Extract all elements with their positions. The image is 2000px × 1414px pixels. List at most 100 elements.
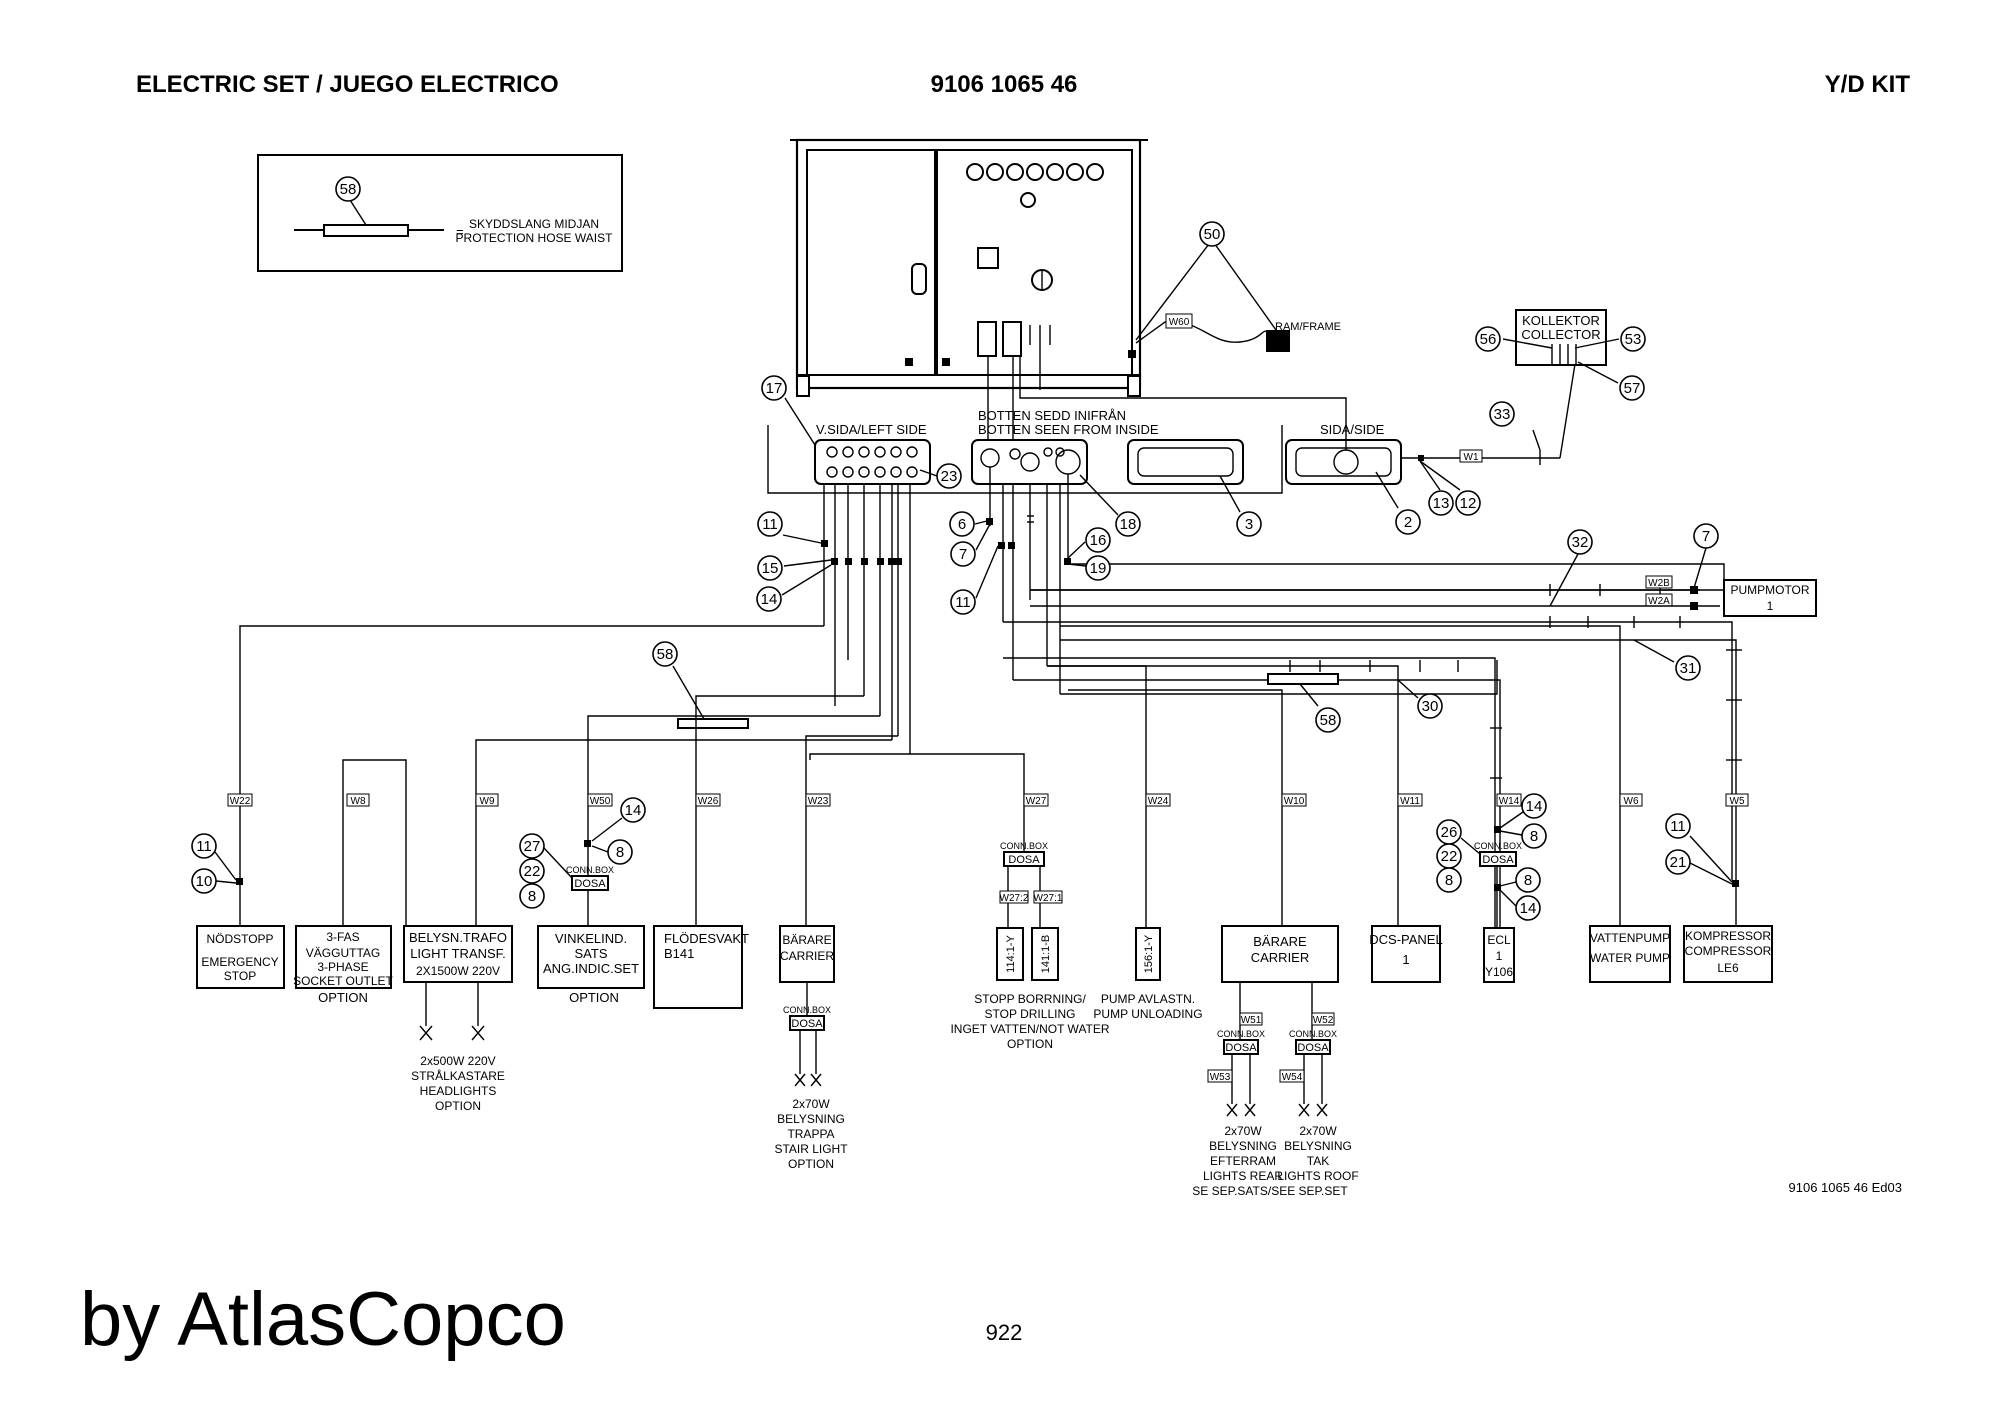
bubble-10: 10	[196, 873, 213, 890]
connbox-vinkel-label: CONN.BOX	[566, 865, 614, 875]
w1-wire: W1 33 13 12 2	[1375, 401, 1560, 535]
rear-see-sep-set: SE SEP.SATS/SEE SEP.SET	[1192, 1184, 1348, 1198]
bubble-19: 19	[1090, 560, 1107, 577]
bubble-8-b: 8	[528, 888, 536, 905]
bubble-7-b: 7	[1702, 528, 1710, 545]
wire-tag-w11: W11	[1400, 796, 1420, 807]
bubble-3: 3	[1245, 516, 1253, 533]
bubble-14-a: 14	[761, 591, 778, 608]
nodstopp-label: NÖDSTOPP	[206, 932, 273, 946]
ecl-label: ECL	[1487, 933, 1511, 947]
document-reference: 9106 1065 46 Ed03	[1789, 1180, 1903, 1195]
control-cabinet	[790, 138, 1148, 397]
bubble-15: 15	[762, 560, 779, 577]
ecl-code: Y106	[1485, 965, 1513, 979]
vattenpump-label-en: WATER PUMP	[1590, 951, 1670, 965]
bubble-56: 56	[1480, 331, 1497, 348]
barare-b-label-en: CARRIER	[1251, 950, 1310, 965]
roof-label-2: BELYSNING	[1284, 1139, 1352, 1153]
plate-side-label: SIDA/SIDE	[1320, 422, 1385, 437]
connbox-ecl-name: DOSA	[1482, 854, 1514, 866]
flodesvakt-code: B141	[664, 946, 694, 961]
wire-tag-w27-2: W27:2	[1000, 893, 1029, 904]
harness-callouts: 11 15 14 6 7 11 16 19 32 7 31 30 5	[756, 511, 1719, 733]
left-plate-glands	[826, 446, 918, 478]
headlight-lamp-icon	[419, 1025, 485, 1041]
bubble-8-a: 8	[616, 844, 624, 861]
roof-label-4: LIGHTS ROOF	[1277, 1169, 1358, 1183]
wire-tag-w8: W8	[351, 796, 366, 807]
bubble-21: 21	[1670, 854, 1687, 871]
component-vinkelind: VINKELIND. SATS ANG.INDIC.SET OPTION	[537, 925, 645, 1005]
bubble-11-c: 11	[196, 838, 212, 855]
wire-tag-w10: W10	[1284, 796, 1305, 807]
collector-label-en: COLLECTOR	[1521, 327, 1600, 342]
wire-tag-w54: W54	[1282, 1072, 1303, 1083]
branch-callouts: 11 10 14 8 27 22 8 14 8 26 22 8 8 14	[191, 793, 1733, 921]
stopp-option: OPTION	[1007, 1037, 1053, 1051]
frame-ground: W60 RAM/FRAME 50	[1135, 221, 1341, 352]
bottom-plates: V.SIDA/LEFT SIDE BOTTEN SEDD INIFRÅN BOT…	[767, 408, 1402, 494]
connbox-ecl-label: CONN.BOX	[1474, 841, 1522, 851]
fas3-label-3: 3-PHASE	[317, 960, 368, 974]
bubble-27: 27	[524, 838, 541, 855]
wire-tag-w22: W22	[230, 796, 251, 807]
pump-label-1: PUMP AVLASTN.	[1101, 992, 1195, 1006]
valve-141: 141:1-B	[1040, 935, 1052, 974]
connbox-w27-name: DOSA	[1008, 854, 1040, 866]
rear-lamp-icon	[1226, 1103, 1256, 1117]
wire-tag-w1: W1	[1464, 452, 1479, 463]
rear-label-3: EFTERRAM	[1210, 1154, 1276, 1168]
bubble-14-b: 14	[625, 802, 642, 819]
stairlight-label-1: 2x70W	[792, 1097, 830, 1111]
connbox-w27-label: CONN.BOX	[1000, 841, 1048, 851]
dcs-number: 1	[1402, 952, 1409, 967]
fas3-label-4: SOCKET OUTLET	[293, 974, 393, 988]
wire-tag-w9: W9	[480, 796, 495, 807]
component-3-fas: 3-FAS VÄGGUTTAG 3-PHASE SOCKET OUTLET OP…	[293, 925, 394, 1005]
connbox-roof-label: CONN.BOX	[1289, 1029, 1337, 1039]
bubble-2: 2	[1404, 514, 1412, 531]
headlights-label-1: 2x500W 220V	[420, 1054, 495, 1068]
nodstopp-label-en-1: EMERGENCY	[201, 955, 278, 969]
stopp-label-1: STOPP BORRNING/	[974, 992, 1086, 1006]
barare-a-label: BÄRARE	[782, 933, 831, 947]
stairlight-option: OPTION	[788, 1157, 834, 1171]
page-number: 922	[986, 1320, 1023, 1345]
vattenpump-label: VATTENPUMP	[1590, 931, 1670, 945]
wire-tag-w51: W51	[1241, 1015, 1262, 1026]
headlights-option: OPTION	[435, 1099, 481, 1113]
flodesvakt-label: FLÖDESVAKT	[664, 931, 749, 946]
header-title: ELECTRIC SET / JUEGO ELECTRICO	[136, 71, 559, 98]
component-barare-stair: BÄRARE CARRIER CONN.BOX DOSA 2x70W BELYS…	[774, 925, 848, 1171]
plate-bottom-label-en: BOTTEN SEEN FROM INSIDE	[978, 422, 1159, 437]
barare-b-label: BÄRARE	[1253, 934, 1307, 949]
wire-tag-w27-1: W27:1	[1034, 893, 1063, 904]
vinkel-label-3: ANG.INDIC.SET	[543, 961, 639, 976]
bubble-8-d: 8	[1445, 872, 1453, 889]
pump-label-2: PUMP UNLOADING	[1093, 1007, 1202, 1021]
wire-tag-w53: W53	[1210, 1072, 1231, 1083]
wire-tag-w26: W26	[698, 796, 719, 807]
bubble-18: 18	[1120, 516, 1137, 533]
fas3-option: OPTION	[318, 990, 368, 1005]
rear-label-1: 2x70W	[1224, 1124, 1262, 1138]
roof-lamp-icon	[1298, 1103, 1328, 1117]
wire-tag-w2a: W2A	[1648, 596, 1670, 607]
kompressor-label: KOMPRESSOR	[1685, 929, 1771, 943]
trafo-label-2: LIGHT TRANSF.	[410, 946, 506, 961]
wire-tag-w60: W60	[1169, 317, 1190, 328]
rear-label-4: LIGHTS REAR	[1203, 1169, 1283, 1183]
header-kit: Y/D KIT	[1825, 71, 1911, 98]
component-light-transformer: BELYSN.TRAFO LIGHT TRANSF. 2X1500W 220V …	[403, 925, 513, 1113]
collector-label-sv: KOLLEKTOR	[1522, 313, 1600, 328]
bubble-26: 26	[1441, 824, 1458, 841]
headlights-label-3: HEADLIGHTS	[420, 1084, 497, 1098]
bubble-50: 50	[1204, 226, 1221, 243]
bubble-23: 23	[941, 468, 958, 485]
connbox-vinkel-name: DOSA	[574, 878, 606, 890]
bubble-17: 17	[766, 380, 783, 397]
component-kompressor: KOMPRESSOR COMPRESSOR LE6	[1683, 925, 1773, 983]
bubble-16: 16	[1090, 532, 1107, 549]
connbox-roof-name: DOSA	[1297, 1042, 1329, 1054]
